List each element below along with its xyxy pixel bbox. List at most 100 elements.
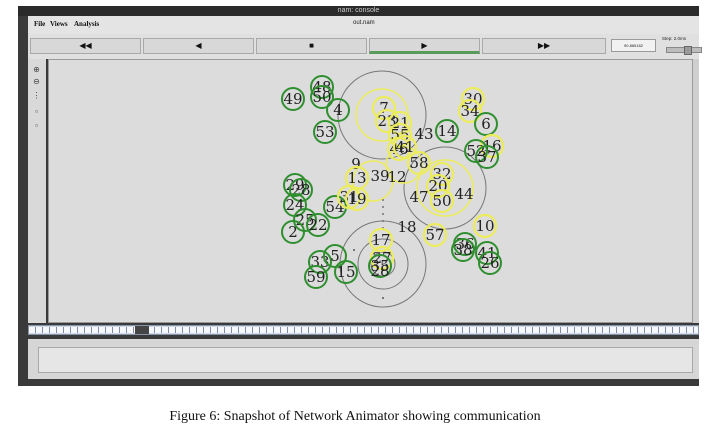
node-label: 44 (454, 185, 473, 203)
annotation-pane (38, 347, 693, 373)
node-ring (289, 178, 313, 202)
node-ring (422, 222, 448, 248)
node-ring (374, 108, 400, 134)
packet-dot (353, 249, 355, 251)
node-ring (306, 213, 330, 237)
range-circle (337, 70, 427, 160)
canvas-scrollbar[interactable] (693, 59, 699, 323)
node-label: 58 (409, 154, 428, 172)
node-label: 49 (283, 90, 302, 108)
node-label: 41 (395, 138, 414, 156)
node-label: 57 (425, 226, 444, 244)
node-label: 37 (477, 148, 496, 166)
node-label: 15 (336, 263, 355, 281)
zoom-out-icon[interactable]: ⊖ (33, 77, 40, 86)
node-label: 34 (460, 102, 479, 120)
node-label: 59 (306, 268, 325, 286)
node-ring (429, 188, 455, 214)
node-ring (406, 150, 432, 176)
menu-analysis[interactable]: Analysis (74, 20, 100, 28)
playback-toolbar: ◀◀ ◀ ■ ▶ ▶▶ 90.865182 Step: 2.0ms (28, 34, 702, 59)
nam-window: nam: console File Views Analysis out.nam… (18, 6, 702, 386)
node-ring (283, 173, 307, 197)
node-ring (334, 260, 358, 284)
packet-dot (382, 220, 384, 222)
menubar: File Views Analysis out.nam (28, 16, 699, 35)
packet-dot (382, 199, 384, 201)
node-label: 26 (480, 254, 499, 272)
node-label: 14 (437, 122, 456, 140)
node-label: 10 (475, 217, 494, 235)
node-label: 35 (370, 257, 389, 275)
time-display: 90.865182 (611, 39, 656, 52)
node-ring (475, 145, 499, 169)
step-back-button[interactable]: ◀ (143, 38, 254, 54)
node-ring (478, 251, 502, 275)
zoom-panel: ⊕ ⊖ ⋮ ▫ ▫ (28, 59, 46, 323)
node-label: 6 (481, 115, 491, 133)
node-ring (460, 86, 486, 112)
zoom-in-icon[interactable]: ⊕ (33, 65, 40, 74)
figure-caption: Figure 6: Snapshot of Network Animator s… (169, 409, 541, 424)
node-ring (304, 265, 328, 289)
node-ring (472, 213, 498, 239)
node-ring (392, 134, 418, 160)
node-label: 22 (308, 216, 327, 234)
node-ring (281, 220, 305, 244)
node-ring (464, 139, 488, 163)
node-label: 5 (330, 247, 340, 265)
node-label: 27 (372, 249, 391, 267)
menu-file[interactable]: File (34, 20, 46, 28)
range-circle-yellow (385, 146, 423, 184)
node-label: 28 (370, 262, 389, 280)
node-ring (369, 245, 395, 271)
node-ring (371, 95, 397, 121)
node-label: 2 (288, 223, 298, 241)
layout-icon[interactable]: ⋮ (32, 91, 41, 100)
node-ring (475, 241, 499, 265)
node-ring (429, 161, 455, 187)
step-slider-knob[interactable] (684, 46, 692, 55)
stop-button[interactable]: ■ (256, 38, 367, 54)
node-label: 53 (315, 123, 334, 141)
tool-b-icon[interactable]: ▫ (35, 121, 38, 130)
packet-dot (382, 297, 384, 299)
node-label: 7 (379, 99, 389, 117)
node-label: 18 (397, 218, 416, 236)
node-ring (293, 208, 317, 232)
node-ring (326, 98, 350, 122)
annotation-panel (28, 339, 699, 379)
time-slider[interactable] (28, 325, 699, 335)
range-circle-yellow (416, 159, 474, 217)
packet-dot (382, 206, 384, 208)
node-ring (435, 119, 459, 143)
node-ring (451, 238, 475, 262)
node-ring (313, 120, 337, 144)
menu-views[interactable]: Views (50, 20, 68, 28)
range-circle-yellow (352, 160, 394, 202)
node-ring (310, 75, 334, 99)
node-ring (368, 254, 392, 278)
node-label: 9 (351, 155, 361, 173)
window-title: nam: console (18, 6, 699, 16)
node-label: 52 (466, 142, 485, 160)
packet-dot (382, 213, 384, 215)
play-button[interactable]: ▶ (369, 38, 480, 54)
node-label: 17 (371, 231, 390, 249)
node-ring (344, 186, 370, 212)
time-slider-thumb[interactable] (135, 326, 149, 334)
node-ring (425, 173, 451, 199)
node-ring (368, 227, 394, 253)
time-slider-ticks (29, 327, 698, 333)
step-slider[interactable] (666, 46, 702, 55)
tool-a-icon[interactable]: ▫ (35, 107, 38, 116)
node-label: 12 (387, 168, 406, 186)
node-label: 19 (347, 190, 366, 208)
fast-forward-button[interactable]: ▶▶ (482, 38, 606, 54)
step-label: Step: 2.0ms (662, 36, 687, 41)
node-ring (457, 98, 483, 124)
rewind-fast-button[interactable]: ◀◀ (30, 38, 141, 54)
node-label: 38 (453, 241, 472, 259)
